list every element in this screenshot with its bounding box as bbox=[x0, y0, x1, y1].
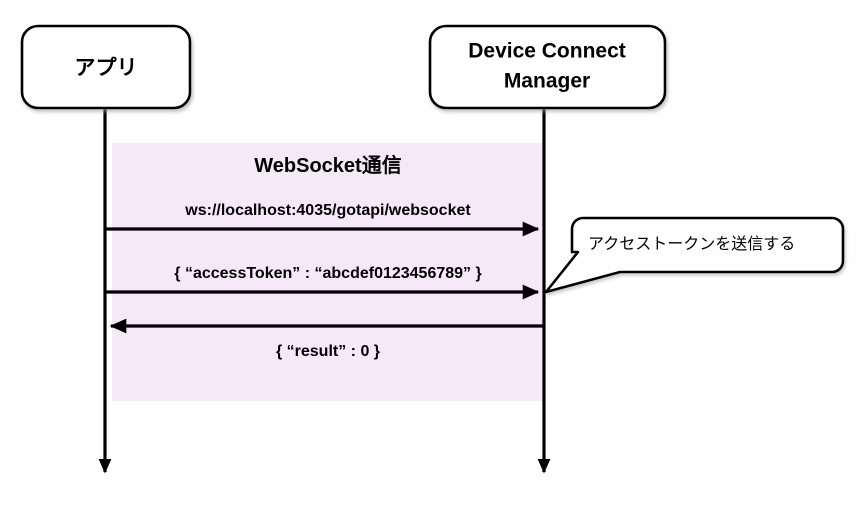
participant-app-box[interactable] bbox=[20, 24, 192, 110]
message-access-token-label: { “accessToken” : “abcdef0123456789” } bbox=[174, 265, 481, 282]
callout-access-token-shape[interactable] bbox=[544, 216, 845, 294]
message-connect[interactable]: ws://localhost:4035/gotapi/websocket bbox=[105, 202, 540, 237]
participant-manager-box[interactable] bbox=[428, 24, 667, 110]
participant-app[interactable]: アプリ bbox=[20, 24, 192, 110]
message-access-token[interactable]: { “accessToken” : “abcdef0123456789” } bbox=[105, 265, 540, 300]
message-connect-label: ws://localhost:4035/gotapi/websocket bbox=[184, 202, 471, 219]
participant-manager-label-line2: Manager bbox=[504, 70, 590, 93]
callout-access-token-text: アクセストークンを送信する bbox=[588, 235, 795, 253]
callout-access-token[interactable]: アクセストークンを送信する bbox=[544, 216, 845, 294]
message-result[interactable]: { “result” : 0 } bbox=[109, 318, 544, 360]
participant-manager[interactable]: Device Connect Manager bbox=[428, 24, 667, 110]
participant-manager-label-line1: Device Connect bbox=[468, 40, 626, 63]
message-result-label: { “result” : 0 } bbox=[276, 343, 380, 360]
websocket-region: WebSocket通信 bbox=[112, 143, 544, 401]
participant-app-label: アプリ bbox=[75, 57, 138, 80]
websocket-region-background bbox=[112, 143, 544, 401]
websocket-region-title: WebSocket通信 bbox=[254, 153, 401, 177]
